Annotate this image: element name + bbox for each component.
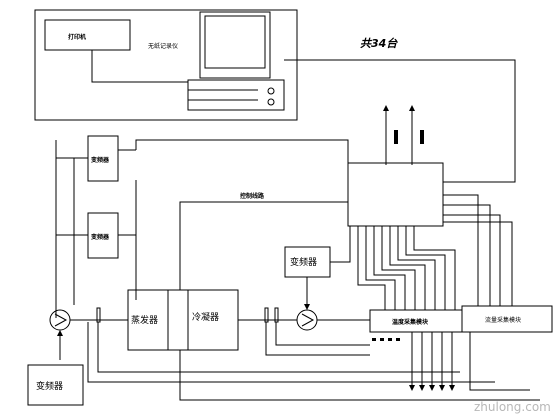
monitor — [199, 11, 271, 79]
evaporator-label: 蒸发器 — [131, 314, 158, 326]
pc-unit — [187, 79, 285, 111]
group-title: 共34台 — [360, 37, 398, 50]
controller-a-label: 变频器 — [91, 156, 110, 164]
temp-module-label: 温度采集模块 — [392, 318, 429, 326]
vfd-mid-label: 变频器 — [290, 256, 317, 268]
vfd-bottom — [27, 364, 84, 406]
pc-caption: 无纸记录仪 — [148, 42, 178, 50]
printer-label: 打印机 — [68, 33, 86, 41]
controller-b-label: 变频器 — [91, 233, 110, 241]
main-line-label: 控制线路 — [240, 192, 265, 200]
main-controller — [347, 162, 444, 227]
monitor-station-box — [34, 9, 298, 121]
monitor-screen — [204, 15, 266, 69]
condenser-left — [167, 289, 189, 351]
flow-module — [461, 305, 553, 333]
watermark-text: zhulong.com — [474, 400, 551, 414]
flow-module-label: 流量采集模块 — [485, 316, 521, 324]
printer-box — [44, 19, 131, 51]
vfd-bottom-label: 变频器 — [36, 380, 63, 392]
condenser-label: 冷凝器 — [192, 311, 219, 323]
